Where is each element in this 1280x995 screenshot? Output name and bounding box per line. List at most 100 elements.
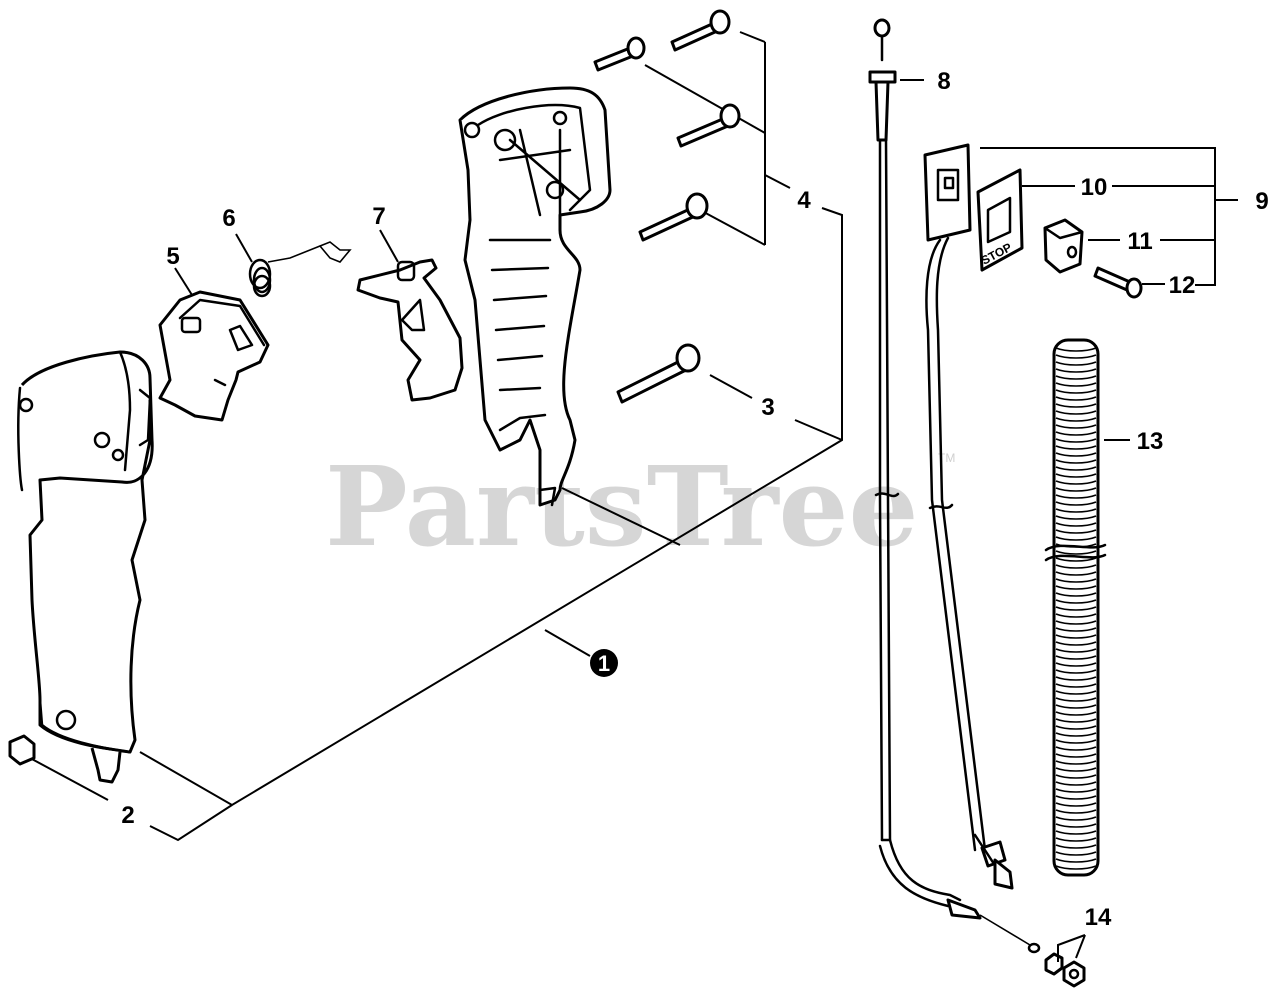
tube-rib [1055,683,1097,688]
tube-rib [1055,627,1097,632]
tube-rib [1055,606,1097,611]
tube-rib [1055,767,1097,772]
tube-rib [1055,851,1097,856]
corrugated-tube [1044,338,1107,877]
tube-rib [1055,382,1097,387]
tube-rib [1055,375,1097,380]
tube-rib [1055,704,1097,709]
watermark: PartsTree [325,442,919,571]
tube-rib [1055,396,1097,401]
tube-rib [1055,571,1097,576]
tube-rib [1055,697,1097,702]
tube-rib [1055,522,1097,527]
tube-rib [1055,438,1097,443]
tube-rib [1055,536,1097,541]
callout-2: 2 [121,802,134,829]
tube-rib [1055,431,1097,436]
tube-rib [1055,613,1097,618]
tube-rib [1055,662,1097,667]
tube-rib [1055,746,1097,751]
tube-rib [1055,648,1097,653]
screws [593,9,741,404]
tube-rib [1055,361,1097,366]
tube-rib [1055,865,1097,870]
tube-rib [1055,844,1097,849]
tube-rib [1055,354,1097,359]
tube-rib [1055,711,1097,716]
callout-1: 1 [598,651,610,676]
right-handle-housing [458,86,612,507]
callout-3: 3 [761,394,774,421]
tube-rib [1055,690,1097,695]
tube-rib [1055,809,1097,814]
callout-1-marker [590,649,618,677]
tube-rib [1055,802,1097,807]
tube-rib [1055,781,1097,786]
tube-rib [1055,725,1097,730]
tube-rib [1055,515,1097,520]
tube-rib [1055,816,1097,821]
tube-rib [1055,641,1097,646]
tube-rib [1055,620,1097,625]
stop-switch-assembly: STOP [923,143,1143,890]
tube-rib [1055,466,1097,471]
callout-leaders [174,79,1238,962]
tube-rib [1055,529,1097,534]
tube-rib [1055,585,1097,590]
tube-rib [1055,676,1097,681]
trigger [356,258,464,402]
tube-rib [1055,760,1097,765]
tube-rib [1055,424,1097,429]
callout-5: 5 [166,243,179,270]
tube-rib [1055,753,1097,758]
tube-rib [1055,732,1097,737]
callout-9: 9 [1255,188,1268,215]
callout-labels: 1 2 3 4 5 6 7 8 9 10 11 12 13 14 [121,68,1268,931]
tube-rib [1055,403,1097,408]
tube-rib [1055,578,1097,583]
callout-13: 13 [1137,428,1164,455]
callout-10: 10 [1081,174,1108,201]
tube-rib [1055,347,1097,352]
tube-rib [1055,669,1097,674]
tube-rib [1055,634,1097,639]
callout-11: 11 [1127,228,1152,255]
tube-rib [1055,795,1097,800]
callout-7: 7 [372,203,385,230]
tube-rib [1055,550,1097,555]
tube-rib [1055,494,1097,499]
tube-rib [1055,368,1097,373]
tube-rib [1055,452,1097,457]
tube-rib [1055,557,1097,562]
tube-rib [1055,445,1097,450]
tube-rib [1055,837,1097,842]
tube-rib [1055,592,1097,597]
tube-rib [1055,858,1097,863]
tube-rib [1055,487,1097,492]
throttle-cable [868,18,1041,954]
tube-rib [1055,389,1097,394]
tube-rib [1055,823,1097,828]
tube-rib [1055,564,1097,569]
tube-rib [1055,788,1097,793]
tube-rib [1055,473,1097,478]
tube-rib [1055,417,1097,422]
assembly-bracket [29,31,843,842]
callout-4: 4 [797,187,811,214]
throttle-block [158,290,270,422]
callout-8: 8 [937,68,950,95]
tube-rib [1055,830,1097,835]
tube-rib [1055,718,1097,723]
tube-rib [1055,480,1097,485]
callout-12: 12 [1169,272,1196,299]
tube-rib [1055,410,1097,415]
spring [248,241,352,298]
callout-6: 6 [222,205,235,232]
tube-rib [1055,655,1097,660]
tube-rib [1055,599,1097,604]
callout-14: 14 [1085,904,1112,931]
left-handle-housing [8,350,154,784]
tube-rib [1055,501,1097,506]
tube-rib [1055,774,1097,779]
